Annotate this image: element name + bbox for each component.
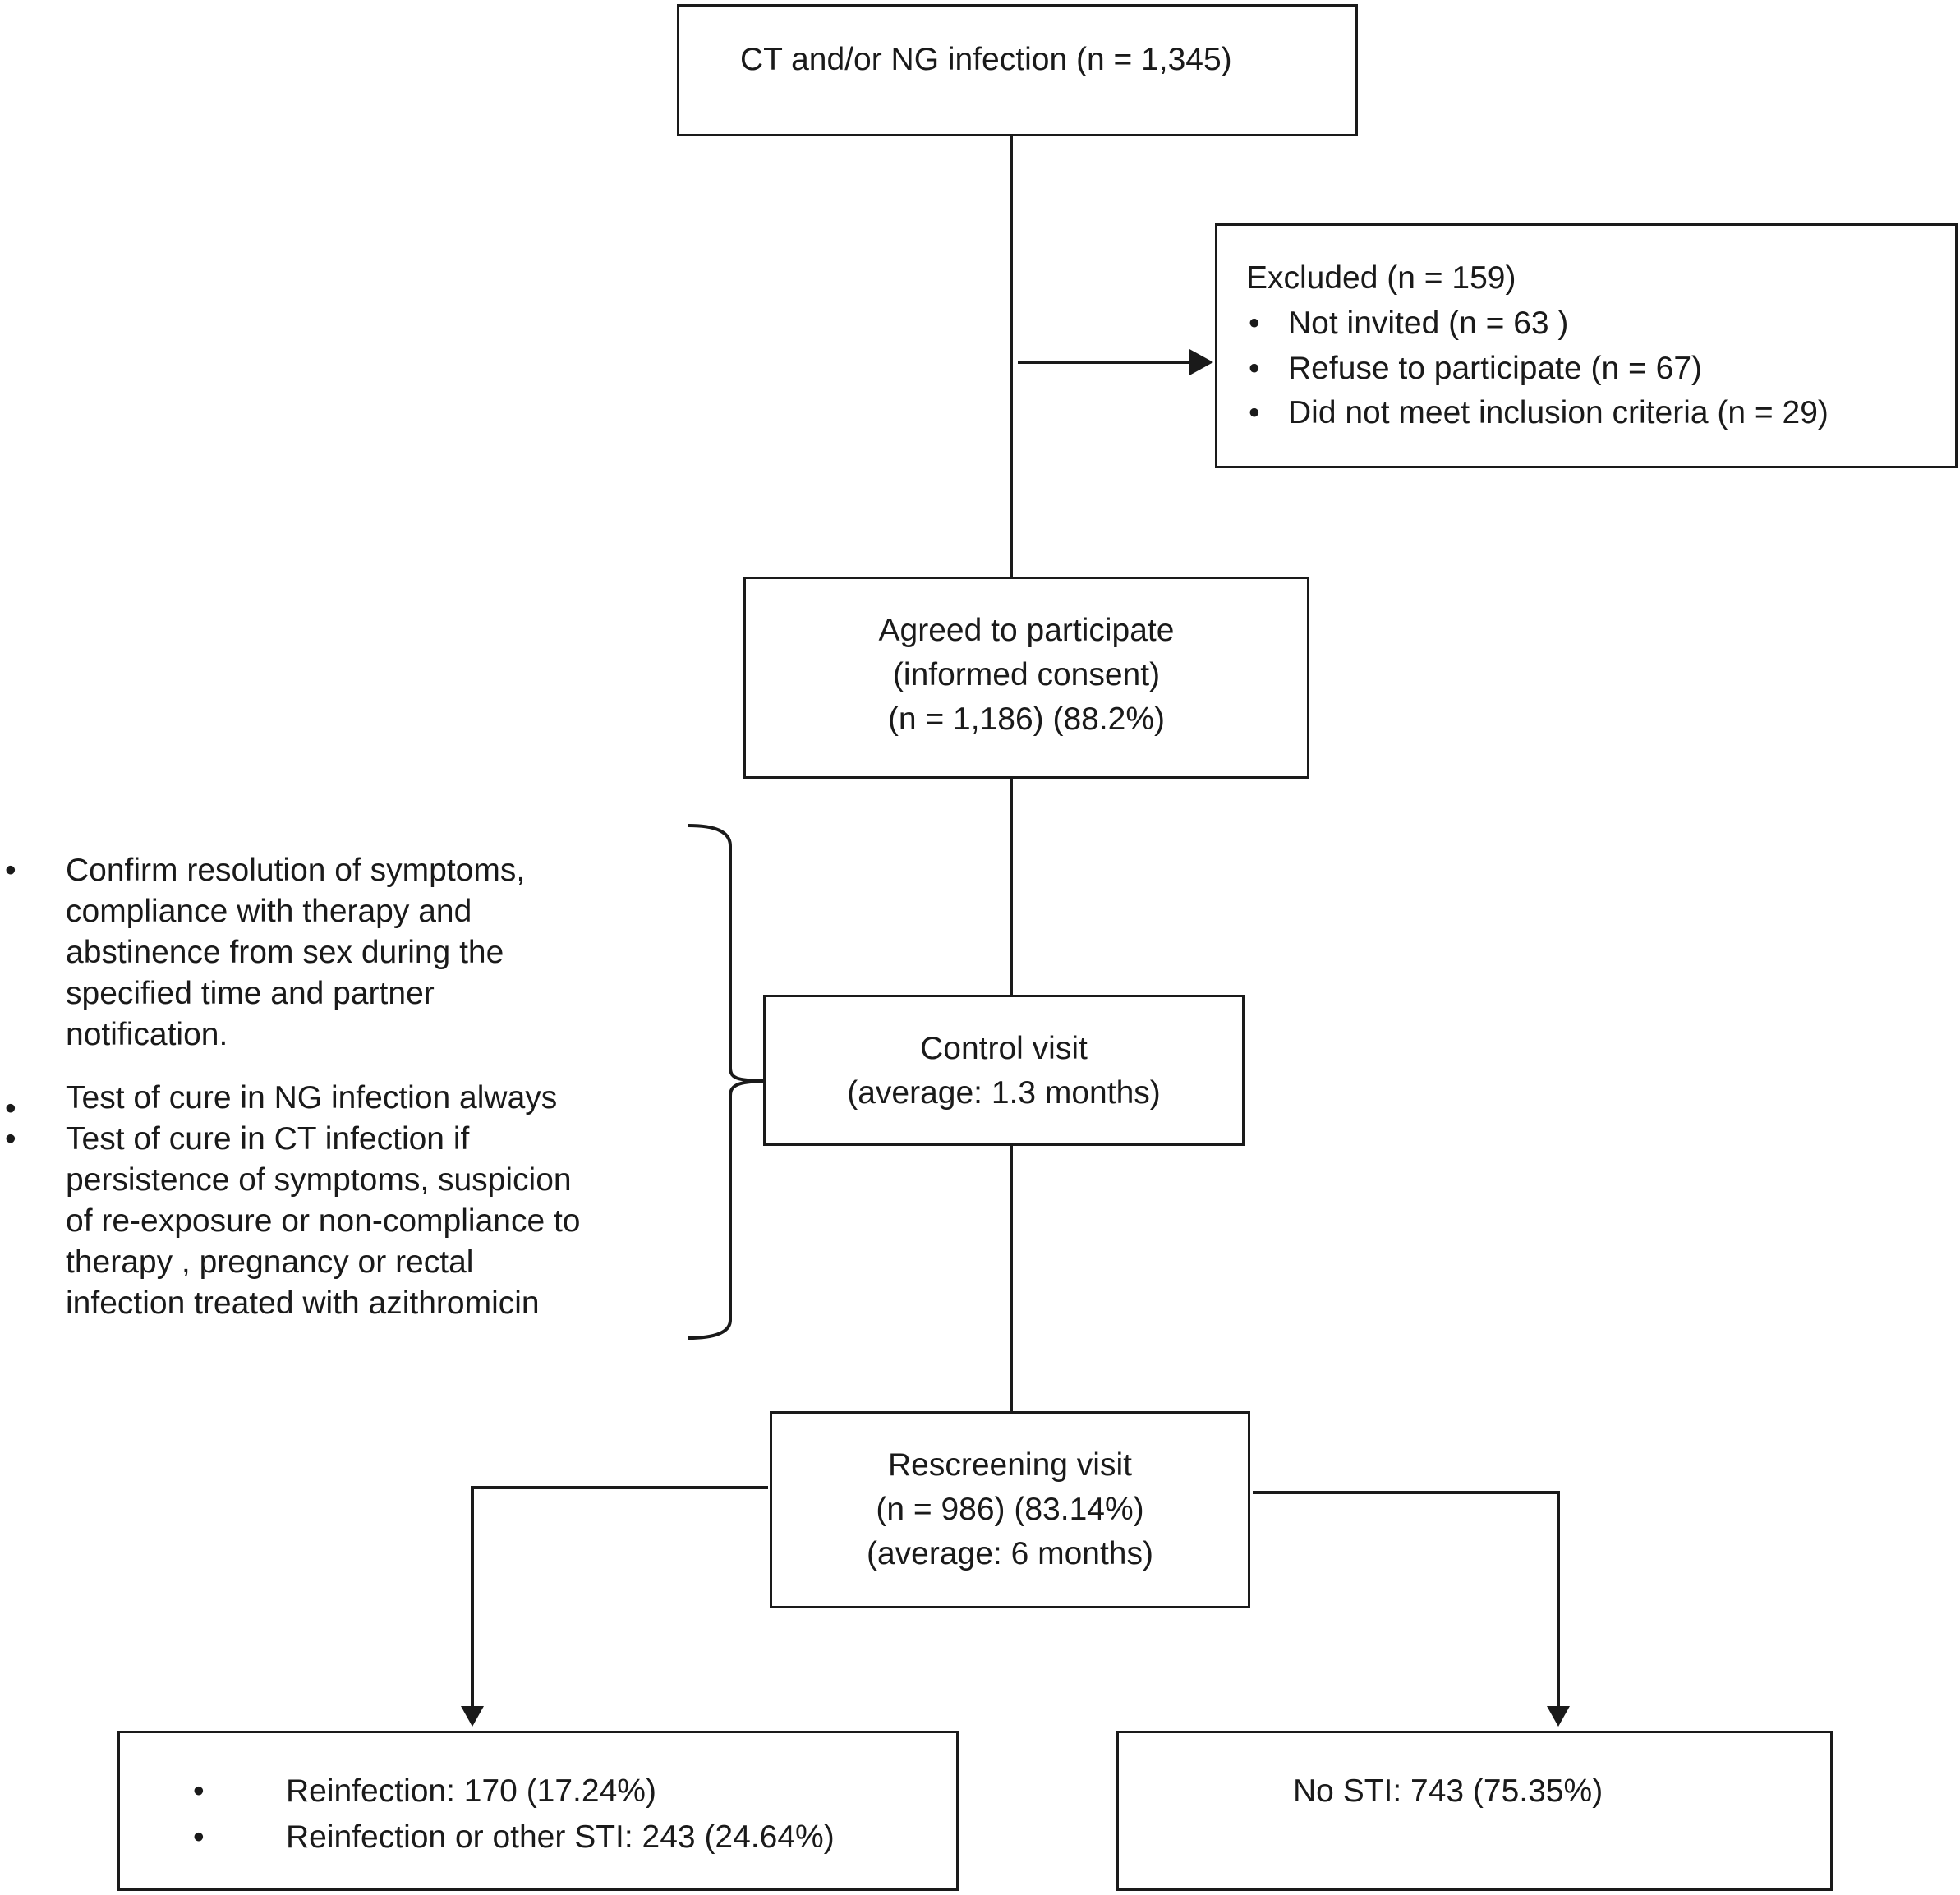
bullet-icon: • <box>5 1121 16 1157</box>
bullet-icon: • <box>5 853 16 888</box>
reinfection-item: Reinfection or other STI: 243 (24.64%) <box>286 1819 835 1855</box>
control-line: Control visit <box>920 1031 1088 1066</box>
excluded-item: Refuse to participate (n = 67) <box>1288 351 1703 386</box>
start-label: CT and/or NG infection (n = 1,345) <box>740 42 1232 77</box>
no-sti-label: No STI: 743 (75.35%) <box>1293 1773 1603 1809</box>
arrowhead-icon <box>1547 1706 1570 1727</box>
rescreening-box: Rescreening visit (n = 986) (83.14%) (av… <box>770 1411 1250 1608</box>
bullet-icon: • <box>1249 395 1260 430</box>
no-sti-box: No STI: 743 (75.35%) <box>1116 1731 1833 1891</box>
bullet-icon: • <box>5 1091 16 1126</box>
rescreening-line: (n = 986) (83.14%) <box>876 1492 1144 1527</box>
agreed-line: Agreed to participate <box>878 613 1175 648</box>
bullet-icon: • <box>193 1819 205 1855</box>
agreed-line: (n = 1,186) (88.2%) <box>887 701 1166 737</box>
note-line: notification. <box>66 1017 228 1052</box>
excluded-item: Not invited (n = 63 ) <box>1288 306 1569 341</box>
note-line: Confirm resolution of symptoms, <box>66 853 526 888</box>
note-line: persistence of symptoms, suspicion <box>66 1162 572 1198</box>
note-line: compliance with therapy and <box>66 894 472 929</box>
connector-rescreen-left <box>471 1486 768 1709</box>
reinfection-box: • Reinfection: 170 (17.24%) • Reinfectio… <box>117 1731 959 1891</box>
note-line: abstinence from sex during the <box>66 935 504 970</box>
arrowhead-icon <box>461 1706 484 1727</box>
rescreening-line: (average: 6 months) <box>866 1536 1153 1571</box>
excluded-box: Excluded (n = 159) • Not invited (n = 63… <box>1215 223 1958 468</box>
bullet-icon: • <box>1249 351 1260 386</box>
bullet-icon: • <box>193 1773 205 1809</box>
start-box: CT and/or NG infection (n = 1,345) <box>677 4 1358 136</box>
bullet-icon: • <box>1249 306 1260 341</box>
control-box: Control visit (average: 1.3 months) <box>763 995 1245 1146</box>
note-line: Test of cure in CT infection if <box>66 1121 470 1157</box>
arrowhead-icon <box>1189 349 1213 375</box>
note-line: of re-exposure or non-compliance to <box>66 1203 581 1239</box>
agreed-line: (informed consent) <box>892 657 1161 692</box>
curly-brace-icon <box>688 824 773 1340</box>
note-line: specified time and partner <box>66 976 435 1011</box>
connector-rescreen-right <box>1253 1491 1560 1709</box>
note-line: infection treated with azithromicin <box>66 1286 540 1321</box>
note-line: Test of cure in NG infection always <box>66 1080 558 1115</box>
excluded-title: Excluded (n = 159) <box>1246 260 1516 296</box>
excluded-item: Did not meet inclusion criteria (n = 29) <box>1288 395 1829 430</box>
control-line: (average: 1.3 months) <box>847 1075 1161 1111</box>
reinfection-item: Reinfection: 170 (17.24%) <box>286 1773 656 1809</box>
agreed-box: Agreed to participate (informed consent)… <box>743 577 1309 779</box>
rescreening-line: Rescreening visit <box>888 1447 1132 1483</box>
note-line: therapy , pregnancy or rectal <box>66 1244 474 1280</box>
